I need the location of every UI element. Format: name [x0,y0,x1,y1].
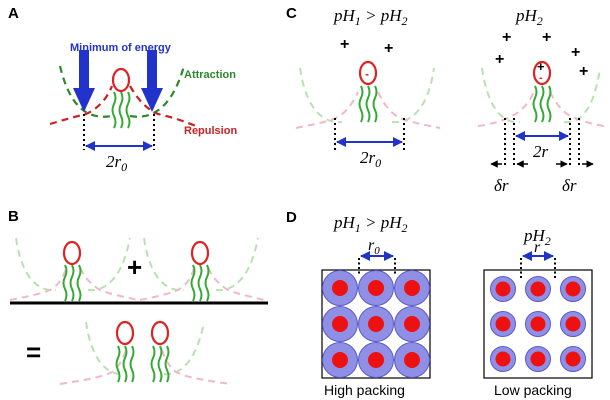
r0-label: r0 [368,237,380,257]
lipid-head-dot [368,352,384,368]
energy-arrow-right [141,50,163,112]
panel-c: C pH1 > pH2 pH2 + + - 2r0 + + + + + [286,5,605,195]
plus-sign: + [127,252,142,282]
negative-charge: - [539,72,543,84]
lattice-low-packing [490,276,586,372]
repulsion-curve [49,85,197,128]
plus-charge: + [502,29,511,46]
repulsion-label: Repulsion [184,125,237,137]
minimum-of-energy-label: Minimum of energy [70,42,172,54]
attraction-curve-left [58,65,113,118]
plus-charge: + [340,36,349,53]
lipid-head-dot [565,316,581,332]
faint-attraction-curve [481,67,601,124]
lipid-molecule: + - [532,59,552,123]
lipid-head-dot [530,351,546,367]
panel-d-left-title: pH1 > pH2 [333,213,408,235]
panel-c-right-title: pH2 [515,6,543,28]
high-packing-label: High packing [324,382,405,398]
lipid-head-dot [368,280,384,296]
plus-charge: + [542,29,551,46]
lipid-head-dot [404,316,420,332]
faint-repulsion-curve [139,267,265,301]
faint-attraction-curve [85,321,205,376]
lipid-molecule: - [358,60,378,123]
panel-label-b: B [8,208,19,225]
panel-d-right-title: pH2 [523,226,551,248]
distance-label-c-left: 2r0 [360,148,381,170]
panel-label-a: A [8,5,19,22]
equals-sign: = [26,337,41,367]
panel-a: A Minimum of energy Attraction Repulsion… [8,5,237,174]
lipid-molecule [115,320,135,383]
negative-charge: - [365,67,369,81]
plus-charge: + [579,63,588,80]
lipid-head-dot [495,281,511,297]
lipid-head-dot [495,316,511,332]
lipid-head-dot [530,316,546,332]
low-packing-label: Low packing [494,382,572,398]
lipid-head-dot [530,281,546,297]
attraction-label: Attraction [184,69,236,81]
lipid-molecule [62,240,82,302]
lipid-head-dot [368,316,384,332]
lipid-head-dot [404,280,420,296]
lipid-head-dot [404,352,420,368]
lipid-head-dot [332,352,348,368]
plus-charge: + [384,40,393,57]
distance-label-c-right: 2r [533,142,549,161]
plus-charge: + [537,59,545,74]
attraction-curve-right [129,65,186,118]
faint-attraction-curve [299,67,435,124]
r-label: r [534,239,541,256]
lipid-head-dot [565,281,581,297]
plus-charge: + [571,44,580,61]
plus-charge: + [495,51,504,68]
lipid-molecule [111,67,131,129]
faint-repulsion-curve [477,91,605,127]
lipid-head-dot [332,316,348,332]
panel-label-d: D [286,209,297,226]
energy-arrow-left [73,50,95,112]
lattice-high-packing [322,270,430,378]
delta-r-label-right: δr [562,176,577,195]
faint-attraction-curve [143,237,259,292]
lipid-head-dot [565,351,581,367]
faint-repulsion-curve [59,349,231,385]
faint-repulsion-curve [9,267,139,301]
lipid-molecule [190,240,210,302]
panel-d: D pH1 > pH2 pH2 r0 High packing r Low pa… [286,209,593,398]
panel-b: B + = [8,208,268,385]
panel-label-c: C [286,5,297,22]
faint-attraction-curve [15,237,131,292]
distance-label-a: 2r0 [106,152,127,174]
panel-c-left-title: pH1 > pH2 [333,6,408,28]
delta-r-label-left: δr [494,176,509,195]
lipid-head-dot [332,280,348,296]
lipid-head-dot [495,351,511,367]
lipid-molecule [150,320,170,383]
